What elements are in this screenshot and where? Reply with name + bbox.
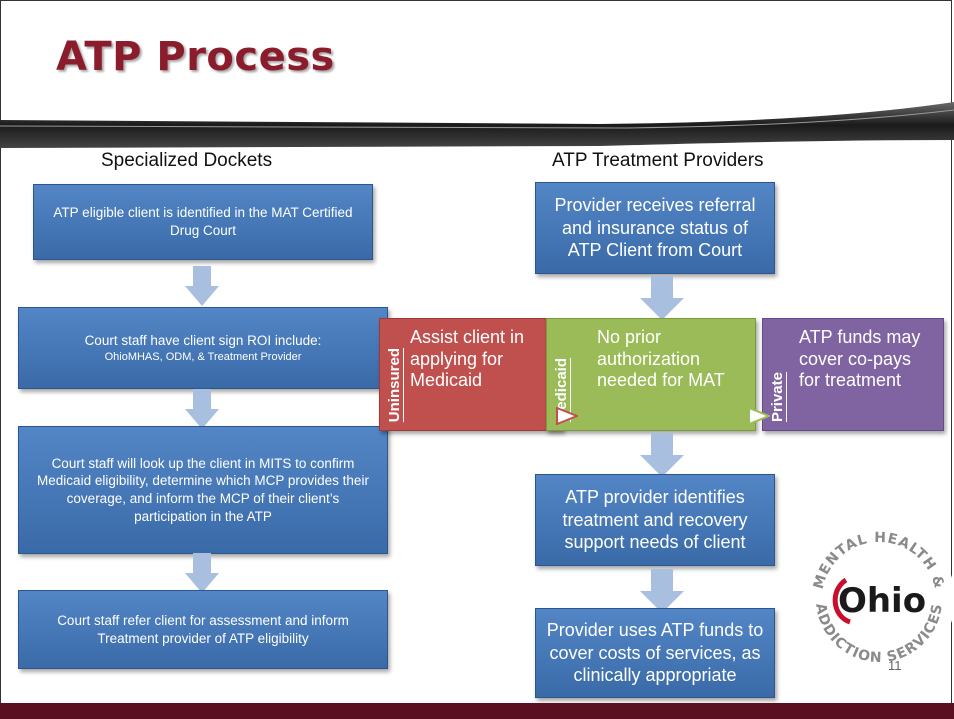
- left-column-header: Specialized Dockets: [101, 150, 273, 171]
- right-step-3-box: ATP provider identifies treatment and re…: [535, 474, 775, 566]
- down-arrow-icon: [185, 553, 219, 593]
- right-step-4-text: Provider uses ATP funds to cover costs o…: [546, 620, 764, 686]
- left-step-4-box: Court staff refer client for assessment …: [18, 590, 388, 669]
- down-arrow-icon: [185, 389, 219, 429]
- right-column-header: ATP Treatment Providers: [552, 150, 764, 171]
- left-step-2-text: Court staff have client sign ROI include…: [84, 333, 322, 349]
- down-arrow-icon: [640, 433, 684, 477]
- private-label: Private: [769, 371, 786, 422]
- triangle-connector-icon: [556, 407, 578, 425]
- left-step-2-subtext: OhioMHAS, ODM, & Treatment Provider: [104, 350, 302, 363]
- left-step-2-box: Court staff have client sign ROI include…: [18, 307, 388, 389]
- left-step-3-box: Court staff will look up the client in M…: [18, 426, 388, 554]
- logo-center-text: Ohio: [838, 581, 926, 621]
- right-step-3-text: ATP provider identifies treatment and re…: [562, 487, 748, 553]
- left-step-1-text: ATP eligible client is identified in the…: [53, 205, 353, 238]
- uninsured-label: Uninsured: [386, 347, 403, 422]
- header-divider-banner: [0, 102, 954, 148]
- left-step-3-text: Court staff will look up the client in M…: [37, 455, 369, 524]
- down-arrow-icon: [185, 266, 219, 306]
- private-text: ATP funds may cover co-pays for treatmen…: [799, 327, 921, 391]
- logo-red-arc: [832, 577, 852, 625]
- right-step-4-box: Provider uses ATP funds to cover costs o…: [535, 608, 775, 698]
- uninsured-box: Uninsured Assist client in applying for …: [379, 318, 563, 431]
- uninsured-text: Assist client in applying for Medicaid: [410, 327, 525, 391]
- triangle-connector-icon: [748, 407, 770, 425]
- medicaid-box: Medicaid No prior authorization needed f…: [546, 318, 756, 431]
- slide-title: ATP Process: [56, 34, 335, 80]
- left-step-4-text: Court staff refer client for assessment …: [57, 612, 349, 646]
- ohio-mhas-logo: MENTAL HEALTH & ADDICTION SERVICES Ohio: [803, 523, 954, 675]
- down-arrow-icon: [640, 276, 684, 320]
- right-step-1-box: Provider receives referral and insurance…: [535, 182, 775, 274]
- page-number: 11: [888, 658, 902, 673]
- private-box: Private ATP funds may cover co-pays for …: [762, 318, 944, 431]
- footer-bar: [0, 703, 954, 719]
- right-step-1-text: Provider receives referral and insurance…: [554, 195, 756, 261]
- down-arrow-icon: [640, 569, 684, 613]
- medicaid-text: No prior authorization needed for MAT: [597, 327, 725, 391]
- left-step-1-box: ATP eligible client is identified in the…: [33, 184, 373, 260]
